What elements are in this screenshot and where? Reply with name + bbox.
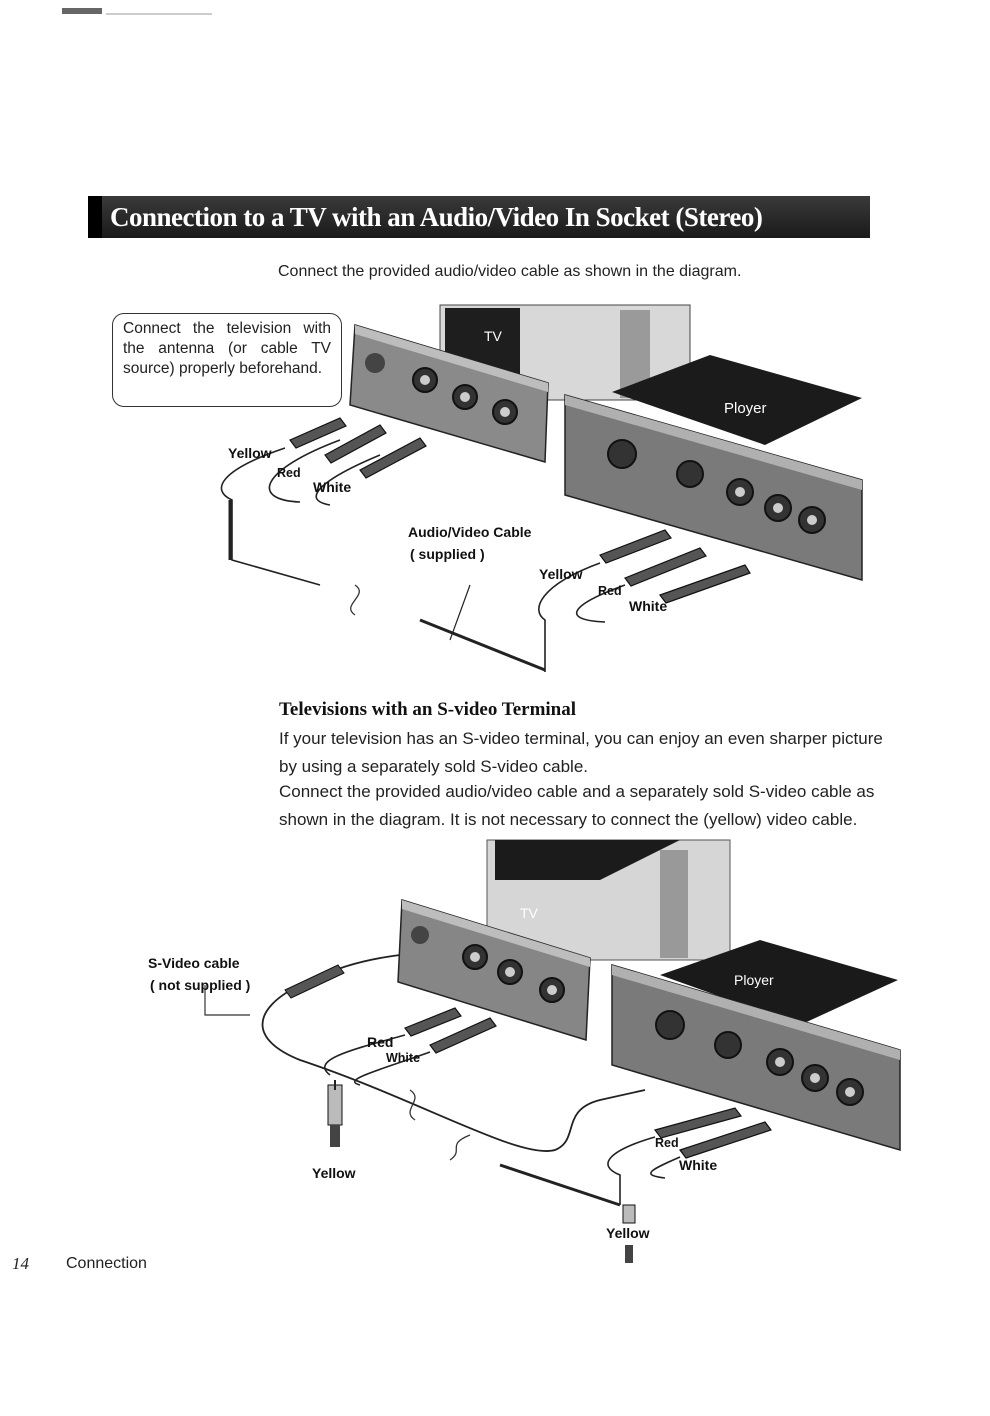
- player-side-yellow-label: Yellow: [539, 566, 583, 582]
- footer-section-name: Connection: [66, 1255, 147, 1272]
- tv2-screen: [495, 840, 680, 880]
- tv2-side-yellow-label: Yellow: [312, 1165, 356, 1181]
- player-top: [612, 355, 862, 445]
- tv2-label: TV: [520, 905, 538, 921]
- scan-artifact: [62, 8, 212, 15]
- svideo-paragraph-2: Connect the provided audio/video cable a…: [279, 782, 875, 829]
- tv2-side-red-label: Red: [367, 1034, 394, 1050]
- tv2-body: [486, 839, 731, 961]
- player2-side-white-label: White: [679, 1157, 718, 1173]
- av-cable: [220, 439, 381, 586]
- svideo-paragraph-1: If your television has an S-video termin…: [279, 729, 883, 776]
- tv2-rear-panel: [397, 898, 591, 1042]
- diagram-tv-av-connection: [220, 304, 863, 672]
- title-band: [88, 196, 870, 238]
- player-label: Ployer: [724, 400, 767, 417]
- svideo-cable: [261, 954, 646, 1152]
- player-side-white-label: White: [629, 598, 668, 614]
- tv-side-plugs: [289, 417, 427, 479]
- tv-rear-panel: [349, 324, 549, 463]
- player2-jack-red: [801, 1064, 829, 1092]
- intro-text: Connect the provided audio/video cable a…: [278, 263, 742, 280]
- player-front-panel: [564, 394, 863, 581]
- player2-label: Ployer: [734, 972, 774, 988]
- svideo-cable-label-line1: S-Video cable: [148, 955, 240, 971]
- tv-side-white-label: White: [313, 479, 352, 495]
- tv2-jack-svideo: [462, 944, 488, 970]
- player2-side-yellow-label: Yellow: [606, 1225, 650, 1241]
- page-title: Connection to a TV with an Audio/Video I…: [110, 202, 763, 232]
- tv-label: TV: [484, 328, 502, 344]
- player2-top: [660, 940, 898, 1025]
- tv2-jack-white: [539, 977, 565, 1003]
- tv2-side-white-label: White: [386, 1051, 421, 1065]
- player-side-red-label: Red: [598, 584, 622, 598]
- player-side-plugs: [599, 529, 751, 604]
- player2-jack-svideo: [766, 1048, 794, 1076]
- player2-jack-white: [836, 1078, 864, 1106]
- svideo-heading: Televisions with an S-video Terminal: [279, 699, 577, 720]
- tv2-side-plugs: [404, 1007, 497, 1054]
- tv2-jack-red: [497, 959, 523, 985]
- cable-label-line1: Audio/Video Cable: [408, 524, 532, 540]
- antenna-callout: Connect the television with the antenna …: [112, 313, 342, 407]
- tv-side-red-label: Red: [277, 466, 301, 480]
- player2-side-plugs: [653, 1107, 772, 1159]
- cable-label-line2: ( supplied ): [410, 546, 485, 562]
- player2-side-red-label: Red: [655, 1136, 679, 1150]
- player2-front-panel: [611, 963, 901, 1152]
- svideo-cable-label-line2: ( not supplied ): [150, 977, 251, 993]
- tv-side-yellow-label: Yellow: [228, 445, 272, 461]
- page-number: 14: [12, 1254, 29, 1273]
